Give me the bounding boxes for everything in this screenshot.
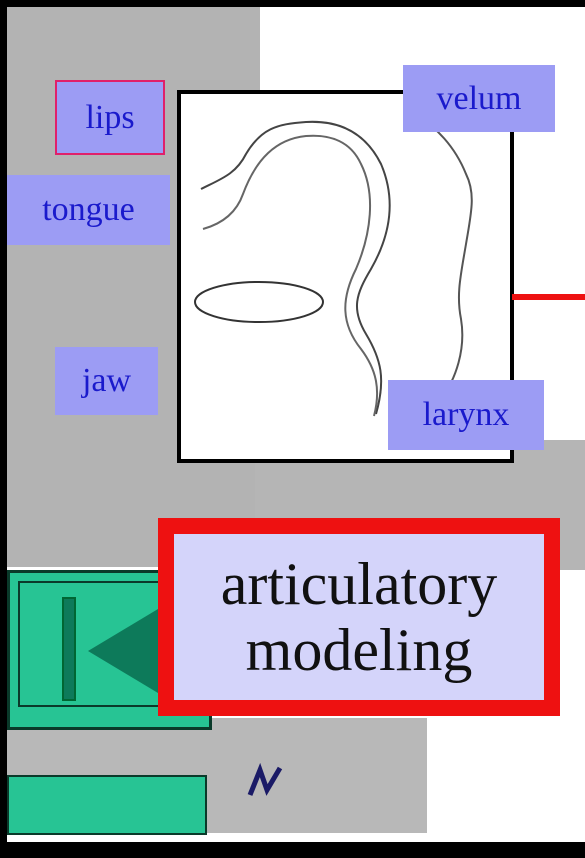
skip-back-bar-icon xyxy=(62,597,76,701)
label-velum-text: velum xyxy=(437,80,522,118)
title-line-1: articulatory xyxy=(221,551,498,617)
label-larynx-text: larynx xyxy=(423,396,510,434)
connector-line xyxy=(512,294,585,300)
inner-contour xyxy=(203,136,377,416)
label-jaw: jaw xyxy=(55,347,158,415)
label-lips-text: lips xyxy=(85,99,134,137)
title-inner: articulatory modeling xyxy=(174,534,544,700)
decorative-mark-icon xyxy=(245,760,285,800)
label-tongue: tongue xyxy=(7,175,170,245)
bottom-button[interactable] xyxy=(7,775,207,835)
title-line-2: modeling xyxy=(246,617,473,683)
title-box: articulatory modeling xyxy=(158,518,560,716)
frame-top xyxy=(0,0,585,7)
skip-back-icon xyxy=(88,603,168,699)
label-velum: velum xyxy=(403,65,555,132)
pharynx-contour xyxy=(411,114,472,399)
frame-left xyxy=(0,0,7,858)
label-lips: lips xyxy=(55,80,165,155)
label-larynx: larynx xyxy=(388,380,544,450)
label-tongue-text: tongue xyxy=(42,191,135,229)
frame-bottom xyxy=(0,842,585,858)
label-jaw-text: jaw xyxy=(82,362,131,400)
jaw-ellipse xyxy=(195,282,323,322)
